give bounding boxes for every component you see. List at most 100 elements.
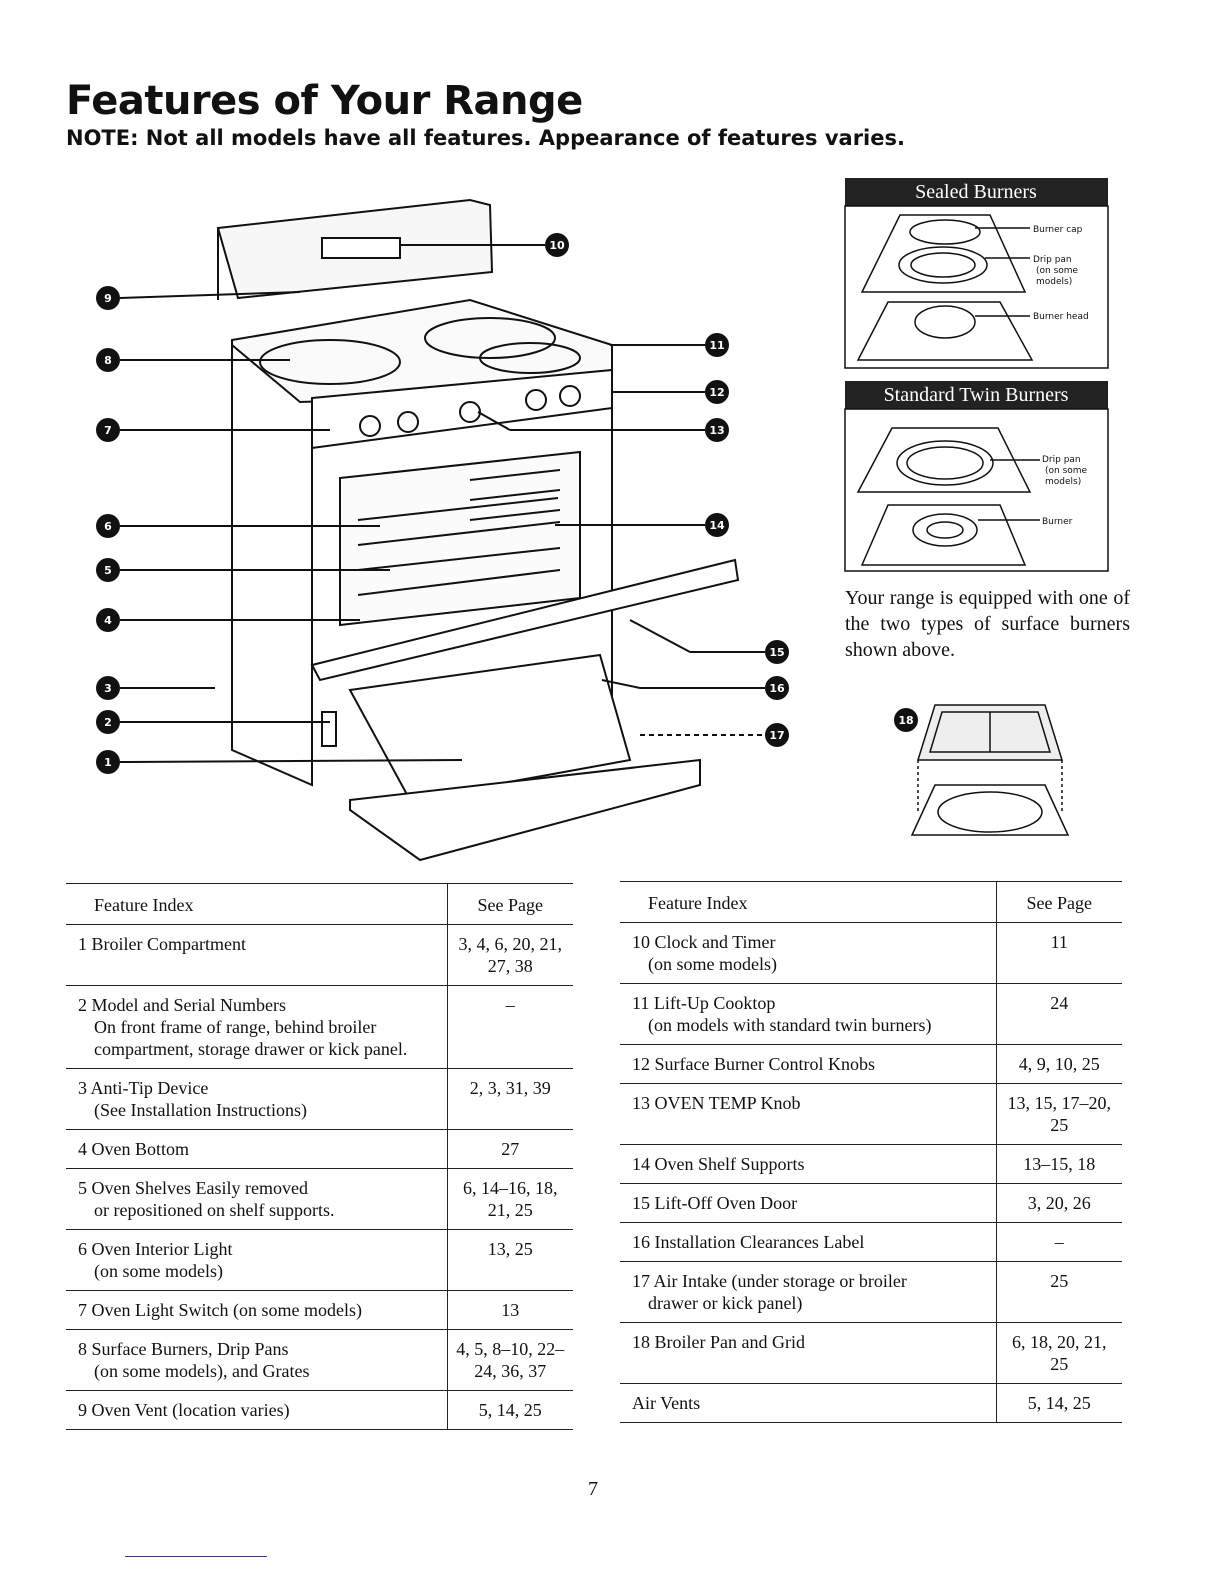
feature-note: or repositioned on shelf supports.	[94, 1200, 335, 1220]
see-page-cell: 2, 3, 31, 39	[446, 1068, 573, 1130]
column-header-feature: Feature Index	[620, 881, 996, 923]
feature-name: 14 Oven Shelf Supports	[632, 1154, 805, 1174]
feature-cell: 3 Anti-Tip Device(See Installation Instr…	[66, 1068, 447, 1130]
feature-cell: 12 Surface Burner Control Knobs	[620, 1044, 996, 1084]
svg-text:15: 15	[769, 646, 784, 659]
see-page-cell: –	[446, 985, 573, 1069]
feature-cell: 9 Oven Vent (location varies)	[66, 1390, 447, 1430]
see-page-cell: 5, 14, 25	[446, 1390, 573, 1430]
see-page-cell: 4, 5, 8–10, 22–24, 36, 37	[446, 1329, 573, 1391]
feature-name: 15 Lift-Off Oven Door	[632, 1193, 798, 1213]
label-burner-head: Burner head	[1033, 312, 1089, 322]
feature-note: (on some models)	[648, 954, 777, 974]
label-drip-pan-note-2: models)	[1036, 277, 1072, 287]
twin-burners-banner: Standard Twin Burners	[884, 384, 1069, 406]
see-page-cell: 6, 18, 20, 21, 25	[995, 1322, 1122, 1384]
feature-name: 18 Broiler Pan and Grid	[632, 1332, 805, 1352]
feature-note: (on some models), and Grates	[94, 1361, 310, 1381]
feature-name: 7 Oven Light Switch (on some models)	[78, 1300, 362, 1320]
callout-4: 4	[96, 608, 120, 632]
callout-3: 3	[96, 676, 120, 700]
table-row: 3 Anti-Tip Device(See Installation Instr…	[66, 1068, 573, 1130]
feature-note: (See Installation Instructions)	[94, 1100, 307, 1120]
table-row: 1 Broiler Compartment 3, 4, 6, 20, 21, 27…	[66, 924, 573, 986]
broiler-pan-illustration	[910, 704, 1070, 836]
feature-note: drawer or kick panel)	[648, 1293, 803, 1313]
see-page-cell: 4, 9, 10, 25	[995, 1044, 1122, 1084]
feature-note: (on models with standard twin burners)	[648, 1015, 932, 1035]
svg-text:8: 8	[104, 354, 112, 367]
range-illustration: 1 2 3 4 5 6 7 8 9 10 11 12 13 14 15 16 1…	[96, 178, 1109, 862]
callout-16: 16	[765, 676, 789, 700]
footer-rule	[125, 1556, 267, 1557]
see-page-cell: 6, 14–16, 18, 21, 25	[446, 1168, 573, 1230]
feature-cell: 11 Lift-Up Cooktop(on models with standa…	[620, 983, 996, 1045]
sealed-burners-banner: Sealed Burners	[915, 181, 1037, 203]
see-page-cell: 24	[995, 983, 1122, 1045]
feature-cell: Air Vents	[620, 1383, 996, 1423]
feature-cell: 4 Oven Bottom	[66, 1129, 447, 1169]
table-row: 7 Oven Light Switch (on some models) 13	[66, 1290, 573, 1330]
feature-cell: 8 Surface Burners, Drip Pans(on some mod…	[66, 1329, 447, 1391]
label-drip-pan: Drip pan	[1033, 255, 1072, 265]
feature-cell: 14 Oven Shelf Supports	[620, 1144, 996, 1184]
callout-8: 8	[96, 348, 120, 372]
svg-text:11: 11	[709, 339, 724, 352]
svg-text:17: 17	[769, 729, 784, 742]
feature-name: 1 Broiler Compartment	[78, 934, 246, 954]
svg-text:14: 14	[709, 519, 725, 532]
table-row: 18 Broiler Pan and Grid 6, 18, 20, 21, 25	[620, 1322, 1122, 1384]
svg-text:7: 7	[104, 424, 112, 437]
feature-cell: 15 Lift-Off Oven Door	[620, 1183, 996, 1223]
see-page-cell: 3, 4, 6, 20, 21, 27, 38	[446, 924, 573, 986]
feature-name: Air Vents	[632, 1393, 701, 1413]
callout-7: 7	[96, 418, 120, 442]
feature-name: 10 Clock and Timer	[632, 932, 776, 952]
svg-text:6: 6	[104, 520, 112, 533]
feature-name: 13 OVEN TEMP Knob	[632, 1093, 801, 1113]
svg-text:13: 13	[709, 424, 724, 437]
callout-14: 14	[705, 513, 729, 537]
table-header: Feature Index See Page	[66, 883, 573, 925]
svg-text:10: 10	[549, 239, 565, 252]
see-page-cell: –	[995, 1222, 1122, 1262]
label-twin-burner: Burner	[1042, 517, 1073, 527]
feature-name: 8 Surface Burners, Drip Pans	[78, 1339, 289, 1359]
table-row: 11 Lift-Up Cooktop(on models with standa…	[620, 983, 1122, 1045]
page-note: NOTE: Not all models have all features. …	[66, 126, 905, 150]
feature-note: On front frame of range, behind broiler …	[94, 1017, 408, 1059]
feature-cell: 10 Clock and Timer(on some models)	[620, 922, 996, 984]
table-row: 8 Surface Burners, Drip Pans(on some mod…	[66, 1329, 573, 1391]
label-twin-drip-pan-note-1: (on some	[1045, 466, 1088, 476]
callout-13: 13	[705, 418, 729, 442]
see-page-cell: 11	[995, 922, 1122, 984]
callout-1: 1	[96, 750, 120, 774]
callout-5: 5	[96, 558, 120, 582]
callout-2: 2	[96, 710, 120, 734]
svg-text:12: 12	[709, 386, 724, 399]
feature-name: 5 Oven Shelves Easily removed	[78, 1178, 308, 1198]
column-header-feature: Feature Index	[66, 883, 447, 925]
callout-15: 15	[765, 640, 789, 664]
svg-text:2: 2	[104, 716, 112, 729]
feature-name: 16 Installation Clearances Label	[632, 1232, 865, 1252]
see-page-cell: 13	[446, 1290, 573, 1330]
feature-index-table-left: Feature Index See Page 1 Broiler Compart…	[66, 883, 573, 1430]
callout-12: 12	[705, 380, 729, 404]
svg-text:1: 1	[104, 756, 112, 769]
table-row: 10 Clock and Timer(on some models)11	[620, 922, 1122, 984]
label-drip-pan-note-1: (on some	[1036, 266, 1079, 276]
sealed-burners-panel: Sealed Burners Burner cap Drip pan (on s…	[844, 178, 1109, 369]
label-twin-drip-pan: Drip pan	[1042, 455, 1081, 465]
table-row: 6 Oven Interior Light(on some models)13,…	[66, 1229, 573, 1291]
